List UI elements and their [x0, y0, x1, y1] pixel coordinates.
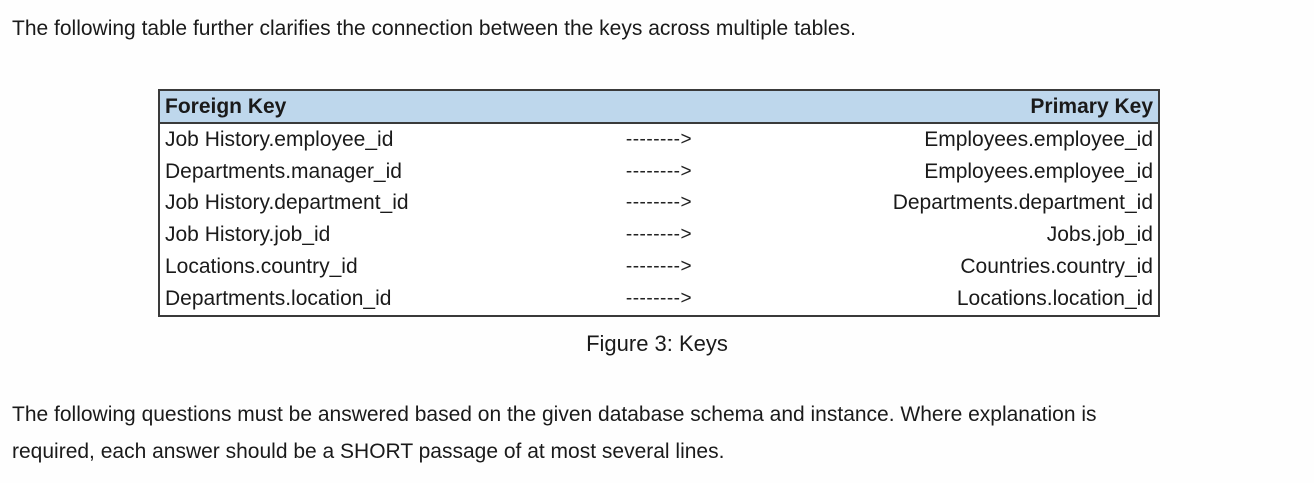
- table-row: Departments.location_id --------> Locati…: [160, 283, 1158, 315]
- dashed-arrow-icon: -------->: [625, 224, 693, 246]
- foreign-key-cell: Job History.employee_id: [165, 127, 394, 151]
- foreign-key-cell: Job History.department_id: [165, 191, 409, 215]
- primary-key-cell: Jobs.job_id: [1046, 223, 1153, 247]
- keys-table: Foreign Key Primary Key Job History.empl…: [158, 89, 1160, 317]
- dashed-arrow-icon: -------->: [625, 128, 693, 150]
- instructions-line-1: The following questions must be answered…: [12, 403, 1097, 426]
- table-row: Job History.job_id --------> Jobs.job_id: [160, 219, 1158, 251]
- primary-key-cell: Countries.country_id: [960, 255, 1153, 279]
- dashed-arrow-icon: -------->: [625, 160, 693, 182]
- figure-caption: Figure 3: Keys: [586, 331, 728, 356]
- table-row: Departments.manager_id --------> Employe…: [160, 156, 1158, 188]
- instructions-line-2: required, each answer should be a SHORT …: [12, 440, 725, 463]
- foreign-key-cell: Departments.manager_id: [165, 159, 402, 183]
- keys-table-header-row: Foreign Key Primary Key: [160, 91, 1158, 124]
- primary-key-cell: Employees.employee_id: [924, 127, 1153, 151]
- primary-key-cell: Locations.location_id: [956, 286, 1153, 310]
- foreign-key-cell: Locations.country_id: [165, 255, 358, 279]
- dashed-arrow-icon: -------->: [625, 287, 693, 309]
- intro-paragraph: The following table further clarifies th…: [12, 17, 856, 40]
- dashed-arrow-icon: -------->: [625, 192, 693, 214]
- primary-key-column-header: Primary Key: [1030, 94, 1153, 118]
- foreign-key-cell: Job History.job_id: [165, 223, 331, 247]
- foreign-key-column-header: Foreign Key: [165, 94, 287, 118]
- foreign-key-cell: Departments.location_id: [165, 286, 392, 310]
- dashed-arrow-icon: -------->: [625, 256, 693, 278]
- primary-key-cell: Departments.department_id: [892, 191, 1153, 215]
- table-row: Locations.country_id --------> Countries…: [160, 251, 1158, 283]
- table-row: Job History.employee_id --------> Employ…: [160, 124, 1158, 156]
- instructions-paragraph: The following questions must be answered…: [12, 396, 1308, 470]
- primary-key-cell: Employees.employee_id: [924, 159, 1153, 183]
- table-row: Job History.department_id --------> Depa…: [160, 188, 1158, 220]
